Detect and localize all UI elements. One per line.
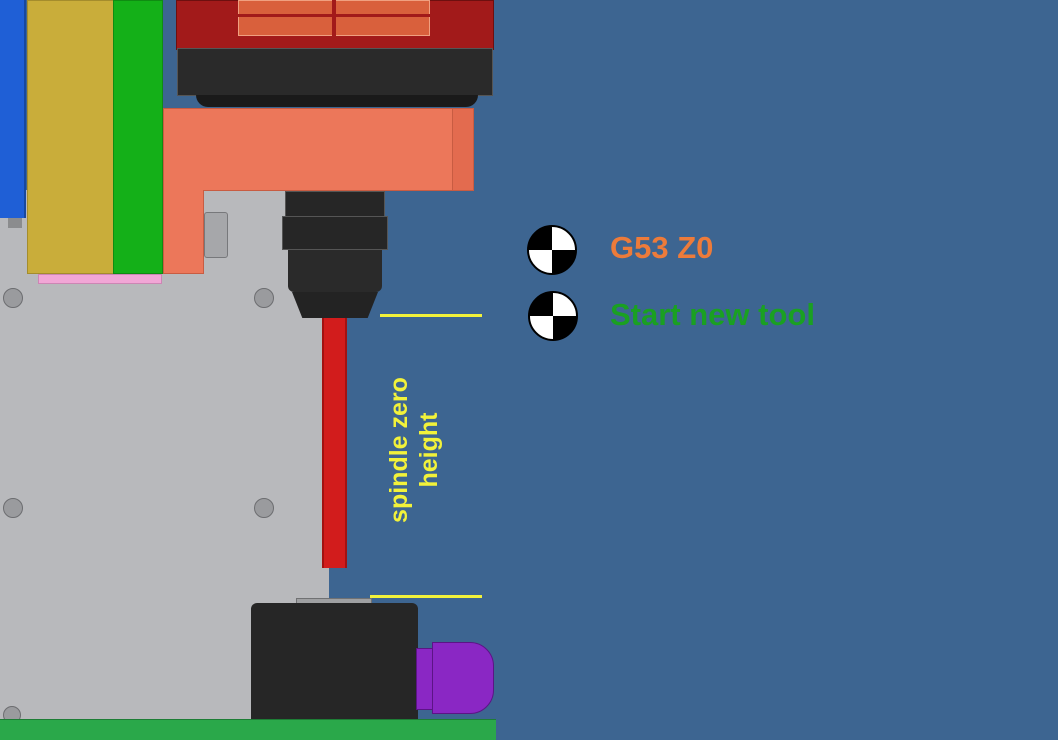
g53-z0-label: G53 Z0 — [610, 230, 714, 265]
checkered-target-icon — [526, 224, 578, 276]
spindle-nut — [177, 48, 493, 96]
machine-plate-lower — [0, 570, 252, 730]
spindle-label-line1: spindle zero — [385, 377, 413, 523]
blue-rail — [0, 0, 26, 218]
bracket-vertical — [163, 190, 204, 274]
tool-setter-body — [251, 603, 418, 720]
spindle-zero-line — [380, 314, 482, 317]
base-plate — [0, 719, 496, 740]
small-bolt — [8, 218, 22, 228]
cable-gland-hex — [432, 642, 494, 714]
screw-icon — [254, 288, 274, 308]
screw-icon — [254, 498, 274, 518]
spindle-vent-divider-v — [332, 0, 336, 36]
spindle-zero-height-label: spindle zero height — [384, 377, 444, 523]
collet-body — [288, 250, 382, 292]
spindle-label-line2: height — [415, 412, 443, 488]
screw-icon — [3, 288, 23, 308]
tool-bit — [322, 318, 347, 568]
yellow-block — [27, 0, 114, 274]
bracket-edge — [452, 108, 474, 191]
hex-bolt — [204, 212, 228, 258]
screw-icon — [3, 498, 23, 518]
green-block — [113, 0, 163, 274]
collet-nut-hex — [282, 216, 388, 250]
bracket-horizontal — [163, 108, 474, 191]
pink-strip — [38, 274, 162, 284]
spindle-nut-rim — [196, 95, 478, 107]
collet-tip — [292, 292, 378, 318]
start-new-tool-label: Start new tool — [610, 297, 815, 332]
checkered-target-icon — [527, 290, 579, 342]
collet-nut-upper — [285, 191, 385, 217]
setter-top-line — [370, 595, 482, 598]
